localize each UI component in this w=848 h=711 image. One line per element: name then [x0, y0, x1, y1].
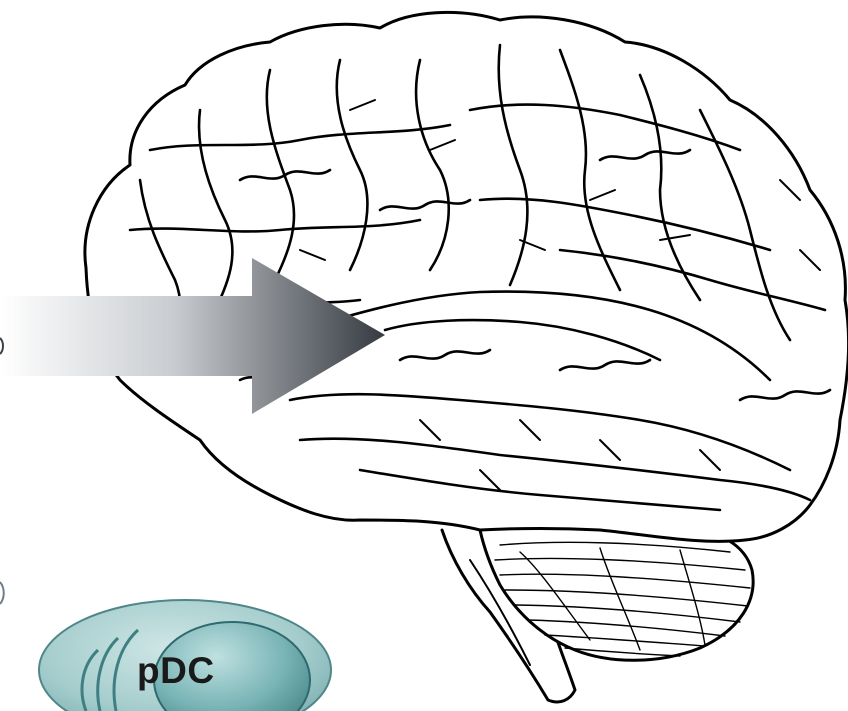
- pdc-label: pDC: [137, 650, 215, 692]
- cerebrum-outline: [85, 12, 848, 541]
- edge-fragments: [0, 338, 4, 604]
